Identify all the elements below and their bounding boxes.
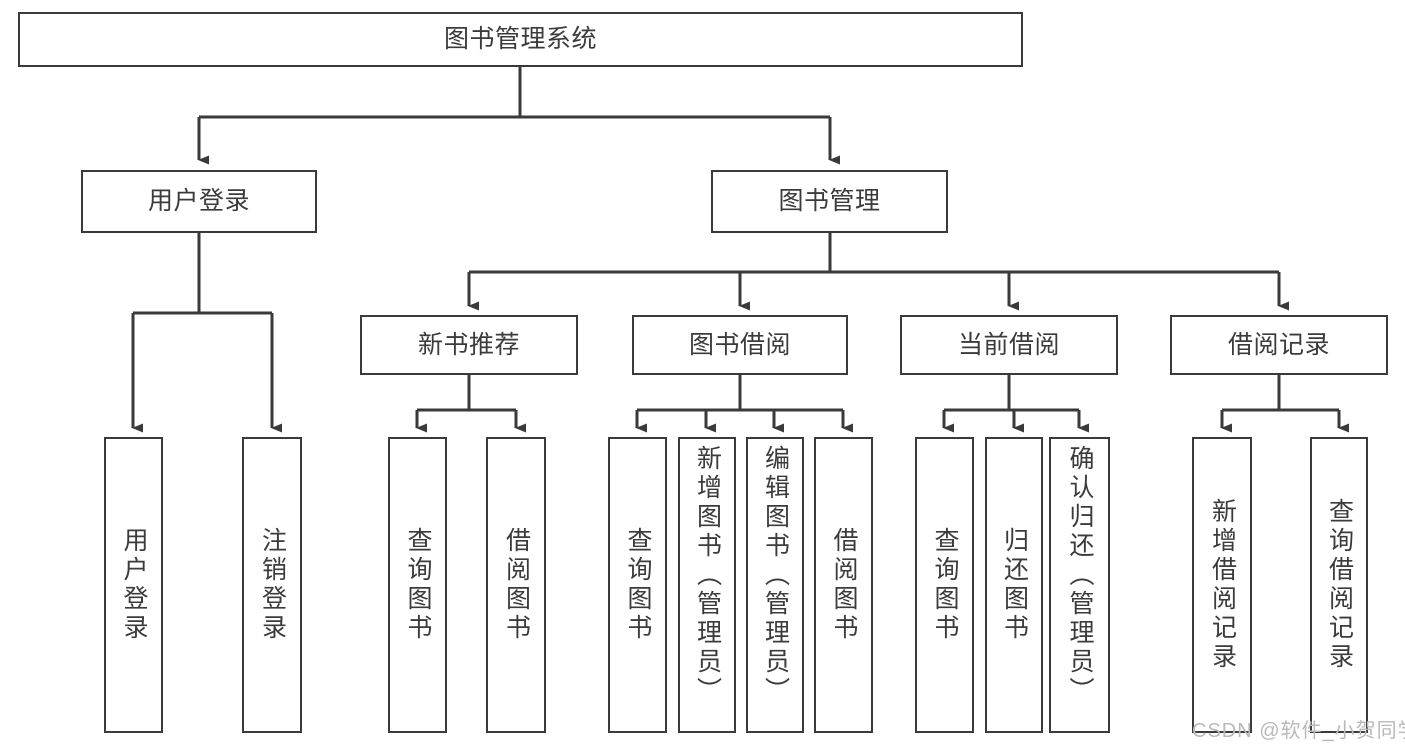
node-label: 当前借阅 [957, 330, 1060, 359]
node-label: 新书推荐 [417, 330, 520, 359]
node-label: 注销登录 [258, 527, 287, 643]
node-borrow-record[interactable]: 借阅记录 [1170, 315, 1388, 375]
node-label: 查询图书 [931, 527, 959, 643]
node-label: 借阅图书 [830, 527, 858, 643]
node-label: 新增借阅记录 [1208, 498, 1237, 672]
node-label: 图书借阅 [688, 330, 791, 359]
node-new-book-recommend[interactable]: 新书推荐 [360, 315, 578, 375]
node-leaf-query-borrow-record[interactable]: 查询借阅记录 [1310, 437, 1368, 733]
node-leaf-query-book-borrow[interactable]: 查询图书 [608, 437, 667, 733]
node-label: 查询借阅记录 [1325, 498, 1354, 672]
node-leaf-logout-login[interactable]: 注销登录 [242, 437, 302, 733]
node-leaf-add-borrow-record[interactable]: 新增借阅记录 [1192, 437, 1252, 733]
node-label: 编辑图书（管理员） [761, 445, 790, 706]
node-leaf-query-book-recommend[interactable]: 查询图书 [388, 437, 447, 733]
node-root-book-management-system[interactable]: 图书管理系统 [18, 12, 1023, 67]
node-book-borrow[interactable]: 图书借阅 [632, 315, 848, 375]
node-current-borrow[interactable]: 当前借阅 [900, 315, 1118, 375]
node-leaf-edit-book-admin[interactable]: 编辑图书（管理员） [746, 437, 804, 733]
node-leaf-return-book[interactable]: 归还图书 [985, 437, 1043, 733]
node-label: 确认归还（管理员） [1066, 445, 1094, 706]
node-leaf-user-login[interactable]: 用户登录 [104, 437, 163, 733]
node-book-manage[interactable]: 图书管理 [711, 170, 948, 233]
node-leaf-borrow-book-recommend[interactable]: 借阅图书 [486, 437, 546, 733]
node-label: 借阅图书 [502, 527, 531, 643]
node-label: 查询图书 [624, 527, 652, 643]
node-leaf-borrow-book[interactable]: 借阅图书 [814, 437, 873, 733]
node-label: 图书管理系统 [443, 25, 597, 53]
node-leaf-query-book-current[interactable]: 查询图书 [915, 437, 974, 733]
node-label: 归还图书 [1000, 527, 1029, 643]
node-leaf-add-book-admin[interactable]: 新增图书（管理员） [678, 437, 736, 733]
node-label: 用户登录 [147, 187, 250, 215]
node-label: 图书管理 [778, 187, 881, 215]
node-label: 新增图书（管理员） [693, 445, 722, 706]
node-user-login[interactable]: 用户登录 [81, 170, 317, 233]
node-leaf-confirm-return-admin[interactable]: 确认归还（管理员） [1049, 437, 1110, 733]
watermark-text: CSDN @软件_小贺同学 [1192, 720, 1405, 742]
node-label: 用户登录 [120, 527, 148, 643]
node-label: 查询图书 [404, 527, 432, 643]
node-label: 借阅记录 [1227, 330, 1330, 359]
